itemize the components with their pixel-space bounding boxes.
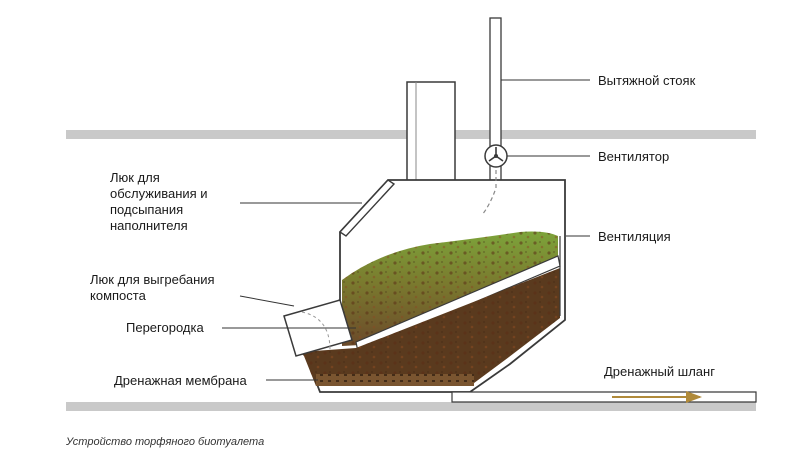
label-drainage-membrane: Дренажная мембрана [114, 373, 247, 388]
compost-hatch-arc [301, 311, 331, 351]
label-partition: Перегородка [126, 320, 204, 335]
figure-caption: Устройство торфяного биотуалета [66, 436, 265, 448]
leader-compost-hatch [239, 295, 295, 307]
compost-texture [300, 268, 560, 386]
ground-line [66, 402, 756, 411]
drainage-hose [451, 391, 757, 403]
drainage-membrane-band [316, 374, 474, 386]
service-hatch [338, 179, 396, 237]
label-fan: Вентилятор [598, 149, 670, 164]
label-compost-hatch: Люк для выгребания компоста [90, 272, 215, 303]
label-drainage-hose: Дренажный шланг [604, 364, 715, 379]
chimney-pipe [406, 81, 456, 191]
label-ventilation: Вентиляция [598, 229, 671, 244]
peat-texture [342, 231, 558, 346]
label-exhaust-riser: Вытяжной стояк [598, 73, 696, 88]
ventilation-duct [481, 170, 497, 216]
fan-hub [494, 154, 498, 158]
label-service-hatch: Люк для обслуживания и подсыпания наполн… [110, 170, 208, 233]
